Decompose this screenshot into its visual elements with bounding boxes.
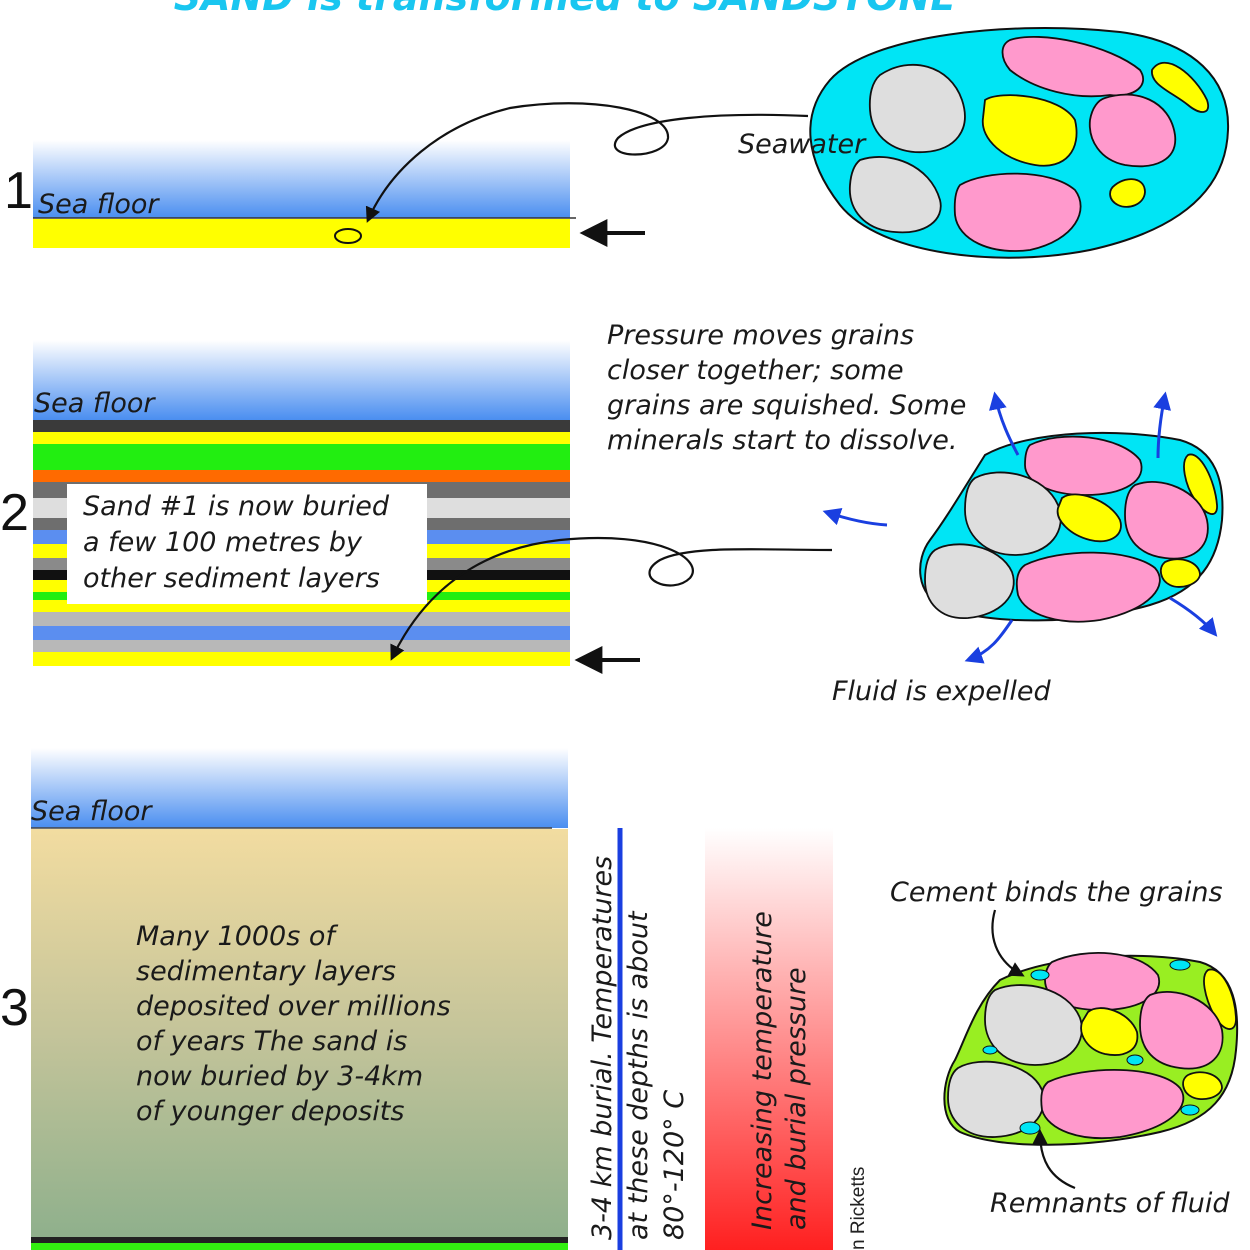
burial-line-2: at these depths is about [623, 910, 654, 1240]
stage-2-number: 2 [0, 484, 29, 542]
grain-yellow [1151, 62, 1210, 113]
grain-yellow [1080, 1007, 1139, 1056]
grain-pink [1001, 36, 1144, 98]
grain-yellow [1109, 178, 1146, 208]
stage-3-sea-floor-label: Sea floor [31, 796, 153, 827]
blue-arrow-icon [1169, 596, 1218, 637]
deposit-line-1: Many 1000s of [136, 921, 338, 952]
blue-arrow-icon [822, 508, 888, 527]
blue-arrow-icon [1153, 391, 1172, 459]
buried-text-box [67, 484, 427, 604]
pressure-line-3: grains are squished. Some [607, 390, 966, 421]
grain-grey [849, 156, 942, 234]
fluid-remnant [1169, 959, 1191, 971]
burial-line-1: 3-4 km burial. Temperatures [587, 856, 618, 1240]
deposit-column [31, 829, 568, 1237]
fluid-expulsion-arrows [822, 391, 1218, 664]
pressure-line-1: Pressure moves grains [607, 320, 914, 351]
stage-2-seawater-column [33, 340, 570, 420]
blue-arrow-icon [989, 391, 1020, 456]
deposit-line-5: now buried by 3-4km [136, 1061, 423, 1092]
deposit-line-2: sedimentary layers [136, 956, 396, 987]
stage-2: 2 Sea floor Sand #1 is now buried [0, 320, 1224, 707]
cement-pointer [991, 909, 1025, 977]
grain-pink [1024, 435, 1143, 496]
deposit-line-4: of years The sand is [136, 1026, 407, 1057]
diagram-title: SAND is transformed to SANDSTONE [174, 0, 957, 19]
grain-grey [868, 63, 966, 153]
grain-pink [1088, 93, 1176, 168]
grain-grey [947, 1060, 1045, 1138]
stage-1-sand-layer [33, 219, 570, 248]
stage-2-zoom-pointer [390, 536, 833, 661]
pressure-line-4: minerals start to dissolve. [607, 425, 957, 456]
deposit-line-6: of younger deposits [136, 1096, 404, 1127]
layer-yellow [33, 652, 570, 666]
fluid-remnant [1126, 1054, 1144, 1066]
layer-light-grey [33, 640, 570, 652]
buried-line-2: a few 100 metres by [83, 527, 363, 558]
fluid-remnant [1180, 1104, 1200, 1116]
fluid-remnant [1030, 969, 1050, 981]
author-credit: n Ricketts [848, 1167, 869, 1250]
grain-yellow [1183, 453, 1218, 515]
stage-1: 1 Sea floor Seawater [4, 27, 1230, 259]
stage-1-sea-floor-label: Sea floor [38, 189, 160, 220]
grain-grey [924, 543, 1015, 619]
layer-dark-grey [33, 420, 570, 432]
remnant-fluid-label: Remnants of fluid [990, 1188, 1230, 1219]
deposit-text: Many 1000s of sedimentary layers deposit… [136, 921, 459, 1127]
grain-pink [953, 172, 1082, 252]
fluid-remnant-pointer [1032, 1128, 1076, 1190]
burial-text: 3-4 km burial. Temperatures at these dep… [587, 847, 690, 1240]
pressure-line-2: closer together; some [607, 355, 904, 386]
stage-2-sea-floor-label: Sea floor [34, 388, 156, 419]
grain-pink [1124, 481, 1209, 560]
grain-yellow [982, 94, 1078, 167]
stage-1-seawater-column [33, 140, 570, 218]
grain-pink [1139, 991, 1224, 1070]
grain-pink [1015, 551, 1161, 623]
layer-blue [33, 626, 570, 640]
burial-line-3: 80°-120° C [659, 1090, 690, 1240]
grain-grey [984, 984, 1083, 1066]
fluid-expelled-label: Fluid is expelled [832, 676, 1051, 707]
stage-1-grain-closeup [809, 27, 1230, 259]
cement-label: Cement binds the grains [890, 877, 1223, 908]
pressure-text: Pressure moves grains closer together; s… [607, 320, 975, 456]
stage-1-zoom-pointer [365, 102, 809, 223]
buried-sand-strip [31, 1237, 568, 1243]
grain-grey [964, 471, 1062, 556]
seawater-label: Seawater [738, 129, 867, 160]
grain-pink [1040, 1069, 1185, 1139]
grain-yellow [1203, 968, 1237, 1030]
blue-arrow-icon [964, 619, 1014, 664]
fluid-remnant [1019, 1121, 1041, 1135]
deposit-line-3: deposited over millions [136, 991, 451, 1022]
buried-line-1: Sand #1 is now buried [83, 491, 390, 522]
grain-yellow [1159, 558, 1201, 588]
layer-light-grey [33, 612, 570, 626]
stage-2-grain-closeup [919, 431, 1224, 623]
grain-yellow [1182, 1071, 1223, 1101]
layer-green [33, 444, 570, 470]
stage-3-seawater-column [31, 748, 568, 828]
temperature-pressure-gradient [705, 828, 833, 1250]
stage-3-grain-closeup [943, 952, 1239, 1146]
stage-1-sand-sample-marker [334, 228, 362, 244]
grain-yellow [1056, 493, 1122, 543]
fluid-remnant [982, 1045, 998, 1055]
buried-sand-strip [31, 1243, 568, 1250]
stage-3-number: 3 [0, 979, 29, 1037]
buried-line-3: other sediment layers [83, 563, 380, 594]
gradient-line-1: Increasing temperature [747, 911, 778, 1230]
layer-yellow [33, 432, 570, 444]
layer-orange [33, 470, 570, 482]
gradient-line-2: and burial pressure [781, 967, 812, 1230]
buried-text: Sand #1 is now buried a few 100 metres b… [83, 491, 398, 594]
stage-3: 3 Sea floor Many 1000s of sedimentary la… [0, 748, 1239, 1250]
stage-1-number: 1 [4, 162, 33, 220]
gradient-text: Increasing temperature and burial pressu… [747, 903, 812, 1230]
